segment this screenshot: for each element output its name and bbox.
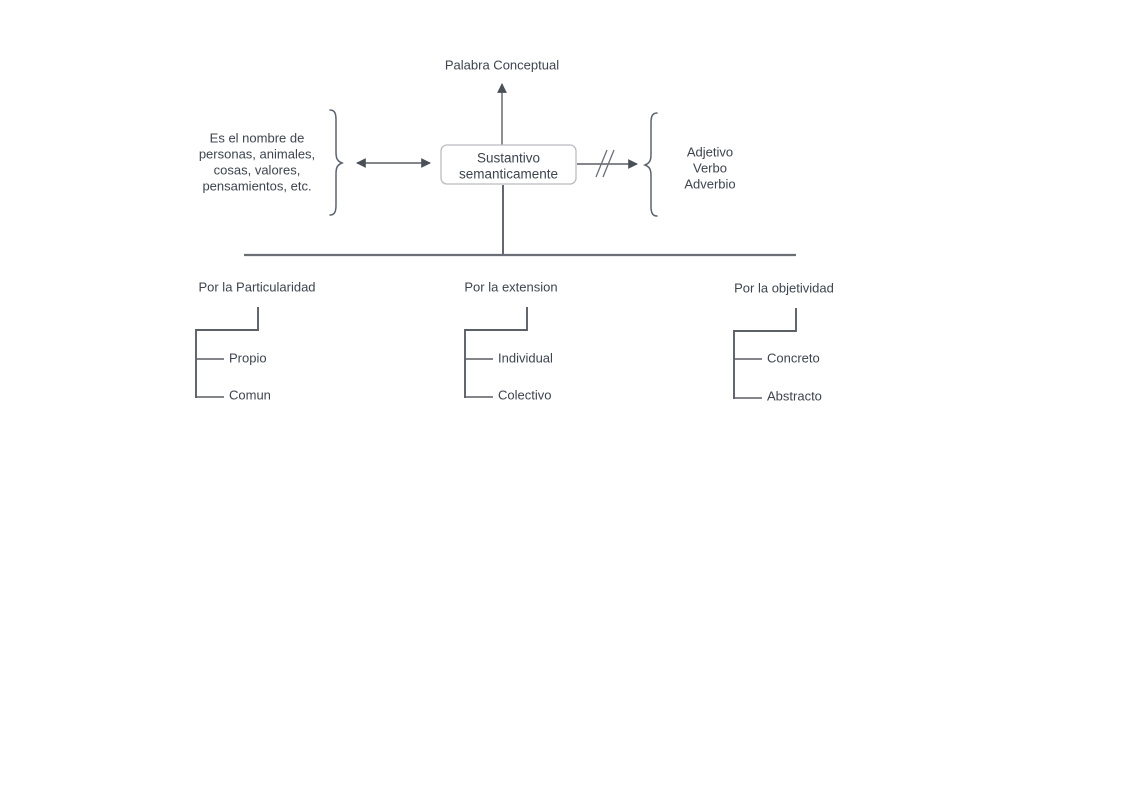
branch-1-item-2: Comun (229, 387, 271, 402)
center-node-rect[interactable] (440, 144, 577, 185)
right-excluded-line-3: Adverbio (684, 176, 735, 191)
right-excluded-line-1: Adjetivo (687, 144, 733, 159)
branch-group-1: Por la Particularidad Propio Comun (195, 279, 316, 402)
branch-group-2: Por la extension Individual Colectivo (464, 279, 558, 402)
top-title-label: Palabra Conceptual (445, 57, 559, 72)
branch-2-connector (464, 307, 528, 398)
center-node-line-2: semanticamente (459, 167, 558, 182)
branch-1-connector (195, 307, 259, 398)
center-node-box[interactable]: Sustantivo semanticamente (440, 144, 577, 185)
brace-left-icon (642, 112, 658, 217)
branch-group-3: Por la objetividad Concreto Abstracto (733, 280, 834, 403)
left-definition-block: Es el nombre de personas, animales, cosa… (199, 130, 315, 193)
branch-3-item-1: Concreto (767, 350, 820, 365)
center-node-line-1: Sustantivo (477, 151, 540, 166)
branch-3-heading: Por la objetividad (734, 280, 834, 295)
left-definition-line-1: Es el nombre de (210, 130, 305, 145)
branch-3-item-2: Abstracto (767, 388, 822, 403)
right-excluded-block: Adjetivo Verbo Adverbio (684, 144, 735, 191)
branch-2-heading: Por la extension (464, 279, 557, 294)
left-definition-line-3: cosas, valores, (214, 162, 301, 177)
branch-1-heading: Por la Particularidad (198, 279, 315, 294)
brace-right-icon (329, 109, 345, 216)
branch-2-item-2: Colectivo (498, 387, 551, 402)
negated-arrow-icon (577, 149, 638, 178)
branch-3-connector (733, 308, 797, 399)
branch-1-item-1: Propio (229, 350, 267, 365)
left-definition-line-2: personas, animales, (199, 146, 315, 161)
right-excluded-line-2: Verbo (693, 160, 727, 175)
left-definition-line-4: pensamientos, etc. (202, 178, 311, 193)
branch-2-item-1: Individual (498, 350, 553, 365)
